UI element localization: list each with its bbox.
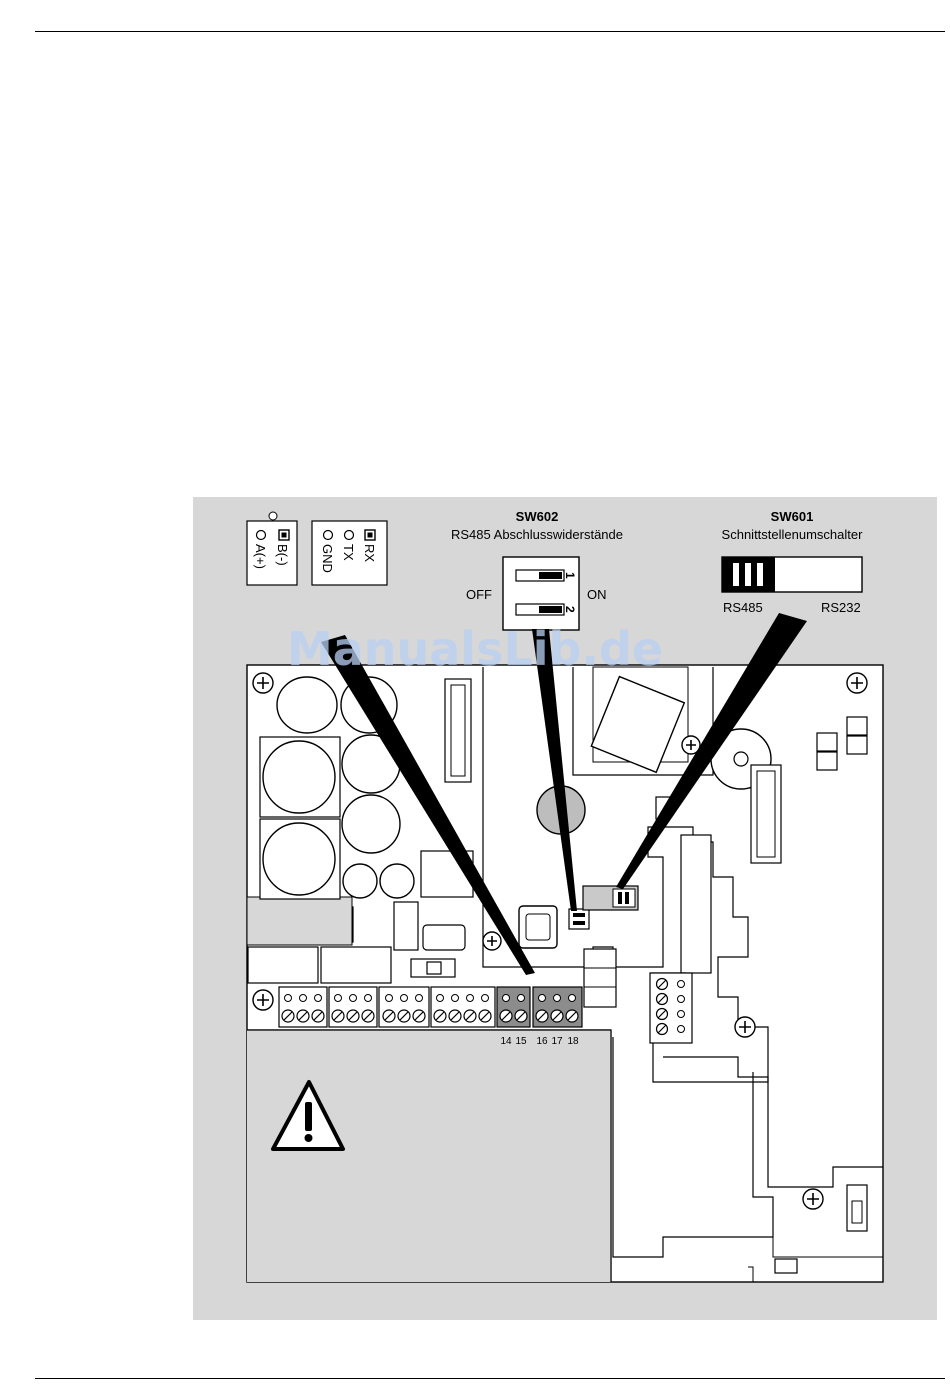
sw602-pos2: 2: [563, 606, 577, 613]
terminal-14: 14: [500, 1036, 512, 1047]
pcb-figure: A(+) B(-) GND TX RX SW602 RS485 Abschlus…: [193, 497, 937, 1320]
rs485-connector: A(+) B(-): [247, 512, 297, 585]
rs232-connector: GND TX RX: [312, 521, 387, 585]
sw601-detail: SW601 Schnittstellenumschalter RS485 RS2…: [722, 509, 864, 615]
bottom-rule: [35, 1378, 945, 1379]
pin-gnd-label: GND: [320, 544, 335, 573]
terminal-18: 18: [567, 1036, 579, 1047]
sw602-pos1: 1: [563, 572, 577, 579]
sw601-rs485-label: RS485: [723, 600, 763, 615]
terminal-16: 16: [536, 1036, 548, 1047]
sw602-on-label: ON: [587, 587, 607, 602]
sw602-title: SW602: [516, 509, 559, 524]
sw602-detail: SW602 RS485 Abschlusswiderstände 1 2 OFF…: [451, 509, 623, 630]
pin-rx-label: RX: [362, 544, 377, 562]
sw601-subtitle: Schnittstellenumschalter: [722, 527, 864, 542]
top-rule: [35, 31, 945, 32]
terminal-17: 17: [551, 1036, 563, 1047]
pin-tx-label: TX: [341, 544, 356, 561]
pcb-diagram: A(+) B(-) GND TX RX SW602 RS485 Abschlus…: [193, 497, 937, 1320]
watermark: ManualsLib.de: [287, 622, 663, 676]
sw601-title: SW601: [771, 509, 814, 524]
sw602-off-label: OFF: [466, 587, 492, 602]
sw602-subtitle: RS485 Abschlusswiderstände: [451, 527, 623, 542]
pin-a-label: A(+): [253, 544, 268, 569]
terminal-15: 15: [515, 1036, 527, 1047]
pin-b-label: B(-): [275, 544, 290, 566]
sw601-rs232-label: RS232: [821, 600, 861, 615]
